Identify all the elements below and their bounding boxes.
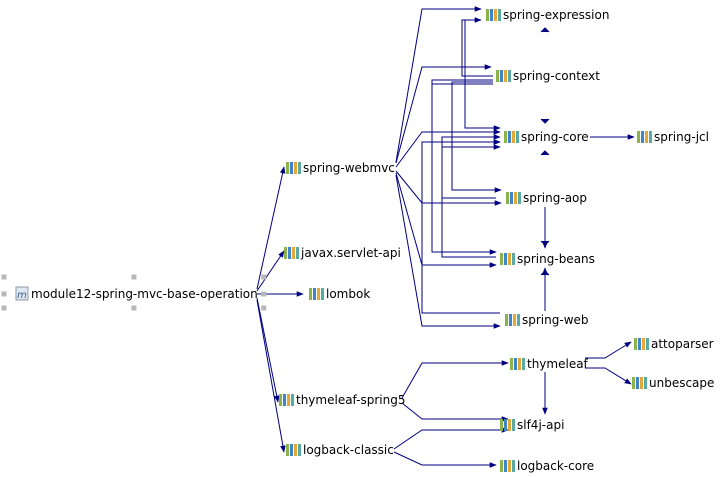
spine-arrow-2 xyxy=(540,150,550,156)
library-jar-icon xyxy=(505,314,520,326)
spine-arrow-4 xyxy=(540,270,550,276)
edge-spring-webmvc-to-spring-core xyxy=(395,129,501,168)
node-root[interactable]: m module12-spring-mvc-base-operation xyxy=(1,274,267,311)
library-jar-icon xyxy=(286,444,301,456)
library-jar-icon xyxy=(496,70,511,82)
node-spring-jcl[interactable]: spring-jcl xyxy=(637,130,709,144)
edge-logback-classic-to-slf4j-api xyxy=(393,427,509,450)
edge-spring-expression-to-spring-core xyxy=(464,20,501,131)
node-label: spring-webmvc xyxy=(303,161,395,175)
svg-text:m: m xyxy=(17,290,27,301)
node-label: spring-context xyxy=(513,69,600,83)
node-spring-context[interactable]: spring-context xyxy=(496,69,600,83)
library-jar-icon xyxy=(286,162,301,174)
library-jar-icon xyxy=(510,358,525,370)
library-jar-icon xyxy=(284,247,299,259)
node-thymeleaf[interactable]: thymeleaf xyxy=(510,357,589,371)
node-spring-aop[interactable]: spring-aop xyxy=(506,191,587,205)
spine-arrow-1 xyxy=(540,118,550,124)
node-layer: m module12-spring-mvc-base-operation sprin… xyxy=(1,8,714,473)
node-label: logback-core xyxy=(517,459,594,473)
edge-spring-webmvc-to-spring-beans xyxy=(395,172,497,268)
edge-spring-webmvc-to-spring-context xyxy=(395,64,492,164)
node-label: slf4j-api xyxy=(517,418,564,432)
edge-spring-beans-to-spring-core xyxy=(441,144,501,258)
edge-spring-context-to-spring-beans xyxy=(431,83,497,255)
edge-root-to-spring-webmvc xyxy=(256,166,286,290)
edge-spring-web-to-spring-core xyxy=(421,139,501,314)
library-jar-icon xyxy=(500,460,515,472)
node-label: spring-aop xyxy=(523,191,587,205)
selection-handle[interactable] xyxy=(1,291,7,297)
library-jar-icon xyxy=(309,288,324,300)
library-jar-icon xyxy=(279,394,294,406)
edge-root-to-logback-classic xyxy=(256,299,286,453)
edge-logback-classic-to-logback-core xyxy=(393,451,497,468)
spine-arrow-0 xyxy=(540,27,550,33)
node-spring-webmvc[interactable]: spring-webmvc xyxy=(286,161,395,175)
edge-thymeleaf-spring5-to-thymeleaf xyxy=(401,360,509,399)
library-jar-icon xyxy=(634,338,649,350)
node-unbescape[interactable]: unbescape xyxy=(632,376,714,390)
library-jar-icon xyxy=(632,377,647,389)
node-label: logback-classic xyxy=(303,443,394,457)
node-label: thymeleaf-spring5 xyxy=(296,393,405,407)
edge-thymeleaf-to-attoparser xyxy=(585,341,632,359)
node-label: spring-beans xyxy=(517,252,595,266)
selection-handle[interactable] xyxy=(1,305,7,311)
node-spring-expression[interactable]: spring-expression xyxy=(486,8,609,22)
spine-arrow-3 xyxy=(540,240,550,246)
node-label: attoparser xyxy=(651,337,714,351)
edge-spring-context-to-spring-aop xyxy=(451,81,502,193)
edge-root-to-javax-servlet-api xyxy=(256,250,285,292)
selection-handle[interactable] xyxy=(131,274,137,280)
node-label: unbescape xyxy=(649,376,714,390)
node-lombok[interactable]: lombok xyxy=(309,287,370,301)
node-label: spring-expression xyxy=(503,8,609,22)
node-label: module12-spring-mvc-base-operation xyxy=(31,287,258,301)
node-thymeleaf-spring5[interactable]: thymeleaf-spring5 xyxy=(279,393,405,407)
node-label: javax.servlet-api xyxy=(300,246,401,260)
node-logback-classic[interactable]: logback-classic xyxy=(286,443,394,457)
library-jar-icon xyxy=(504,131,519,143)
edge-root-to-thymeleaf-spring5 xyxy=(256,297,280,403)
edge-spring-context-to-spring-expression xyxy=(461,17,493,77)
node-spring-core[interactable]: spring-core xyxy=(504,130,589,144)
node-label: thymeleaf xyxy=(527,357,589,371)
edge-spring-webmvc-to-spring-web xyxy=(395,174,501,329)
selection-handle[interactable] xyxy=(1,274,7,280)
edge-spring-webmvc-to-spring-expression xyxy=(395,6,482,163)
edge-spring-context-to-spring-core xyxy=(431,79,501,145)
node-slf4j-api[interactable]: slf4j-api xyxy=(500,418,564,432)
node-logback-core[interactable]: logback-core xyxy=(500,459,594,473)
library-jar-icon xyxy=(637,131,652,143)
node-javax-servlet-api[interactable]: javax.servlet-api xyxy=(284,246,401,260)
edge-thymeleaf-to-unbescape xyxy=(585,367,632,385)
maven-module-icon: m xyxy=(15,286,29,301)
node-label: spring-web xyxy=(522,313,589,327)
library-jar-icon xyxy=(506,192,521,204)
library-jar-icon xyxy=(500,419,515,431)
node-label: spring-core xyxy=(521,130,589,144)
edge-layer xyxy=(256,6,635,468)
library-jar-icon xyxy=(500,253,515,265)
node-label: spring-jcl xyxy=(654,130,709,144)
library-jar-icon xyxy=(486,9,501,21)
node-attoparser[interactable]: attoparser xyxy=(634,337,714,351)
node-spring-beans[interactable]: spring-beans xyxy=(500,252,595,266)
node-spring-web[interactable]: spring-web xyxy=(505,313,589,327)
node-label: lombok xyxy=(326,287,370,301)
selection-handle[interactable] xyxy=(261,291,267,297)
edge-thymeleaf-spring5-to-slf4j-api xyxy=(401,402,509,422)
edge-spring-aop-to-spring-core xyxy=(441,134,501,199)
selection-handle[interactable] xyxy=(131,305,137,311)
selection-handle[interactable] xyxy=(261,305,267,311)
selection-handle[interactable] xyxy=(261,274,267,280)
